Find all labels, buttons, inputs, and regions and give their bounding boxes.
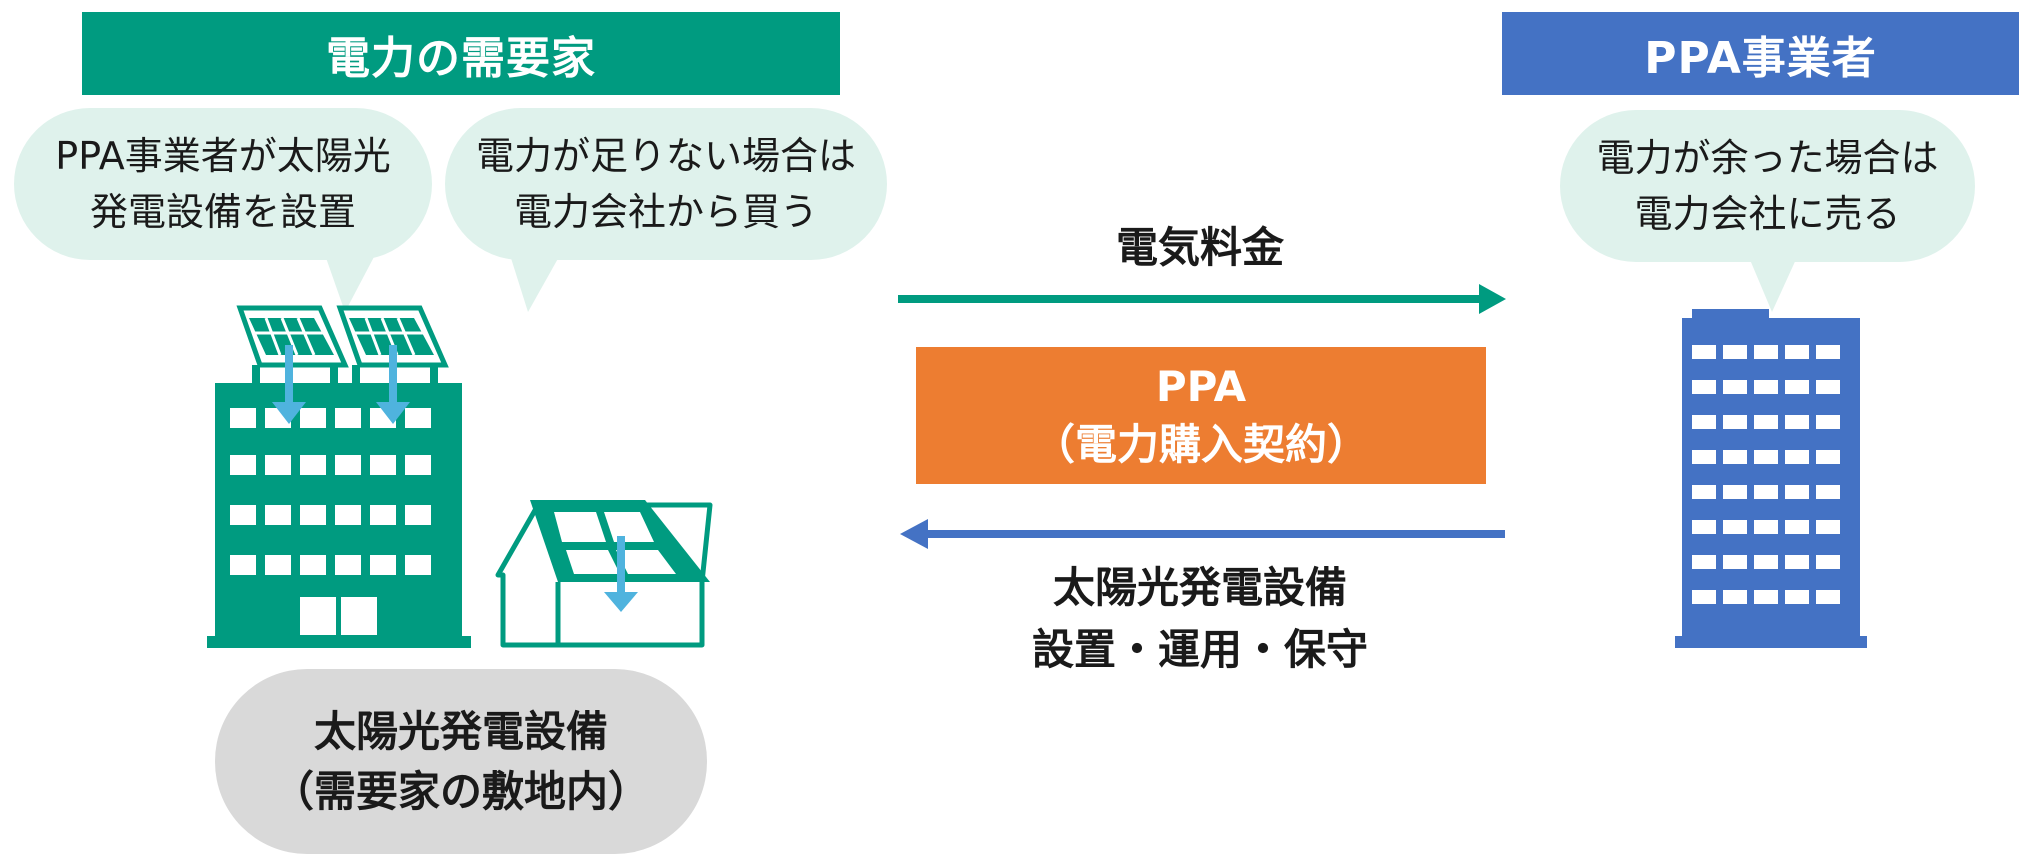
solar-site-label: 太陽光発電設備 （需要家の敷地内） (215, 669, 707, 854)
bubble-tail-sell (1748, 255, 1798, 312)
solar-site-line-2: （需要家の敷地内） (271, 766, 650, 816)
bubble-sell-line-1: 電力が余った場合は (1596, 136, 1939, 180)
service-label-line-2: 設置・運用・保守 (1031, 625, 1368, 674)
solar-site-line-1: 太陽光発電設備 (313, 706, 608, 756)
bubble-buy: 電力が足りない場合は 電力会社から買う (445, 108, 887, 260)
bubble-tail-install (325, 255, 375, 312)
bubble-install: PPA事業者が太陽光 発電設備を設置 (14, 108, 432, 260)
bubble-sell-line-2: 電力会社に売る (1634, 192, 1901, 236)
arrow-to-consumer (900, 519, 1505, 549)
electricity-fee-label: 電気料金 (1115, 223, 1284, 272)
diagram-graphics (207, 255, 1867, 648)
ppa-box-line-1: PPA (1155, 361, 1247, 411)
consumer-building-icon (207, 383, 471, 648)
solar-panel-icon-1 (236, 305, 349, 383)
ppa-provider-header: PPA事業者 (1502, 12, 2019, 95)
bubble-buy-line-1: 電力が足りない場合は (475, 134, 856, 178)
consumer-header: 電力の需要家 (82, 12, 840, 95)
power-flow-arrow-icon-1 (272, 345, 306, 424)
service-label-line-1: 太陽光発電設備 (1052, 563, 1347, 612)
building-windows (230, 408, 431, 635)
solar-panel-icon-2 (336, 305, 449, 383)
house-icon (495, 500, 713, 648)
bubble-tail-buy (510, 255, 560, 312)
bubble-sell: 電力が余った場合は 電力会社に売る (1560, 110, 1975, 262)
bubble-buy-line-2: 電力会社から買う (513, 190, 818, 234)
arrow-to-provider (898, 284, 1506, 314)
power-flow-arrow-icon-2 (376, 345, 410, 424)
service-label: 太陽光発電設備 設置・運用・保守 (940, 557, 1460, 681)
bubble-install-line-2: 発電設備を設置 (89, 190, 356, 234)
provider-building-windows (1692, 345, 1840, 604)
ppa-contract-box: PPA （電力購入契約） (916, 347, 1486, 484)
ppa-box-line-2: （電力購入契約） (1032, 419, 1369, 469)
provider-building-icon (1675, 309, 1867, 648)
bubble-install-line-1: PPA事業者が太陽光 (55, 134, 391, 178)
house-power-arrow-icon (604, 536, 638, 612)
